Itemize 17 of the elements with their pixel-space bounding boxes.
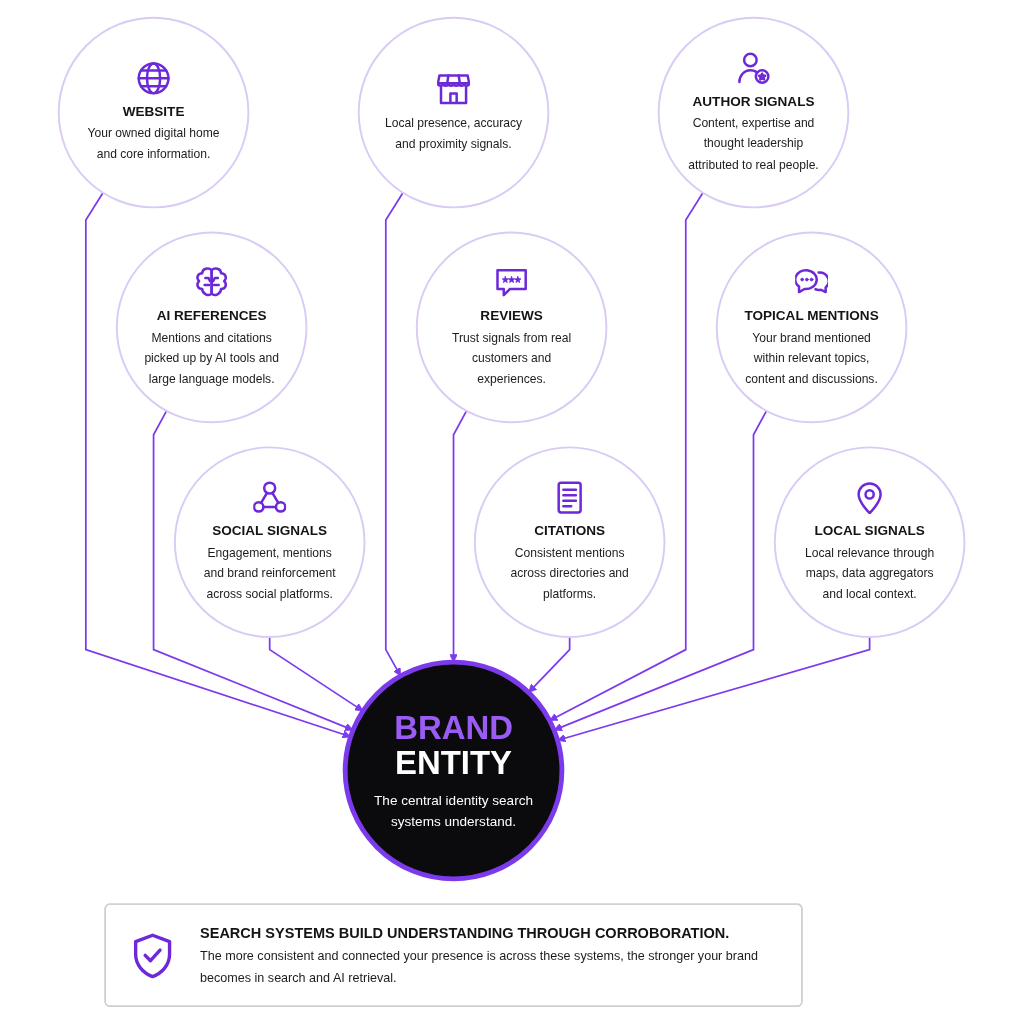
node-circle: LOCAL SIGNALS Local relevance through maps, data aggregators and local context. xyxy=(774,446,966,638)
node-circle: REVIEWS Trust signals from real customers and experiences. xyxy=(416,231,608,424)
node-circle: WEBSITE Your owned digital home and core information. xyxy=(58,16,250,209)
arrow xyxy=(528,636,571,693)
arrow xyxy=(269,636,364,712)
node-circle: TOPICAL MENTIONS Your brand mentioned within relevant topics, content and discussions. xyxy=(716,231,908,424)
arrow xyxy=(153,409,354,732)
node-circle: SOCIAL SIGNALS Engagement, mentions and brand reinforcement across social platforms. xyxy=(174,446,366,638)
node-circle: BRAND ENTITY The central identity search systems understand. xyxy=(343,659,565,882)
arrow xyxy=(554,409,768,732)
node-circle: CITATIONS Consistent mentions across directories and platforms. xyxy=(474,446,666,638)
arrow xyxy=(549,191,705,721)
arrow xyxy=(385,191,405,677)
node-circle: AI REFERENCES Mentions and citations picked up by AI tools and large language models. xyxy=(116,231,308,424)
node-circle: Local presence, accuracy and proximity signals. xyxy=(358,16,550,209)
node-circle: AUTHOR SIGNALS Content, expertise and thought leadership attributed to real people. xyxy=(658,16,850,209)
arrow xyxy=(85,191,352,739)
